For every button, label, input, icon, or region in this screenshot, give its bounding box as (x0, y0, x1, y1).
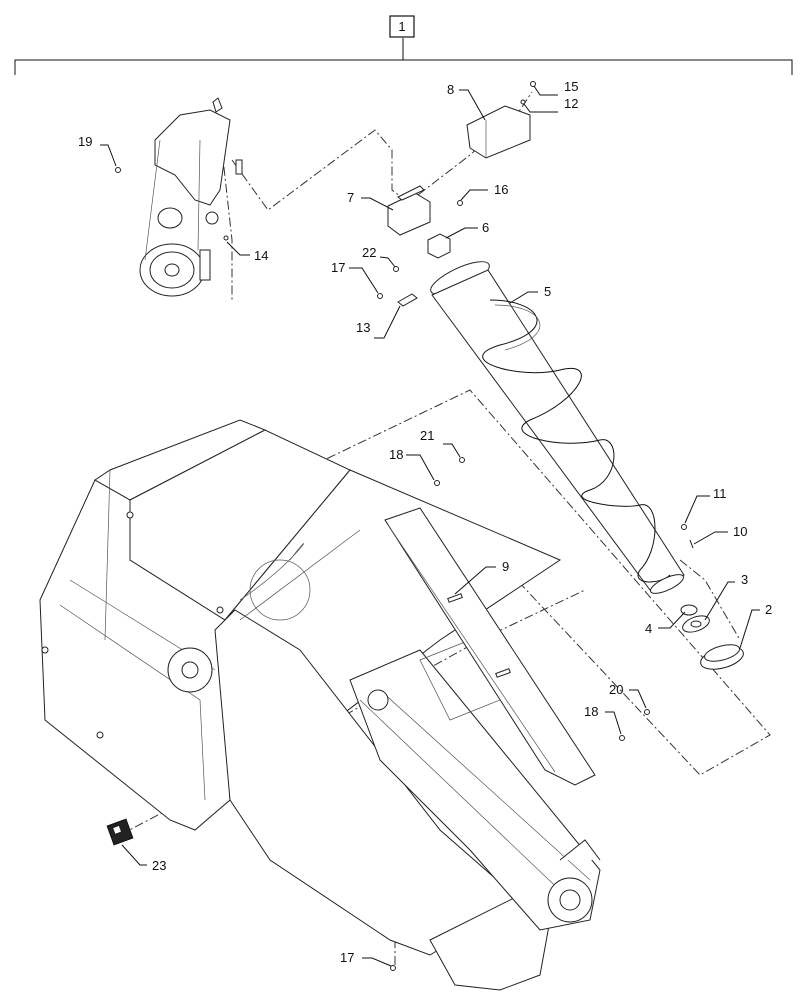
belt-drive-assembly (139, 97, 243, 297)
part-9-tube (384, 507, 596, 786)
callout-9: 9 (502, 559, 509, 574)
part-5-auger (430, 261, 685, 594)
callout-3: 3 (741, 572, 748, 587)
callout-2: 2 (765, 602, 772, 617)
part-8-shield (466, 105, 531, 159)
part-6-bushing (427, 233, 451, 259)
callout-22: 22 (362, 245, 376, 260)
callout-19: 19 (78, 134, 92, 149)
callout-20: 20 (609, 682, 623, 697)
callout-11: 11 (713, 486, 727, 501)
part-3-flange (682, 615, 710, 633)
callout-6: 6 (482, 220, 489, 235)
callout-18-right: 18 (584, 704, 598, 719)
callout-16: 16 (494, 182, 508, 197)
callout-4: 4 (645, 621, 652, 636)
callout-13: 13 (356, 320, 370, 335)
callout-12: 12 (564, 96, 578, 111)
callout-17-bottom: 17 (340, 950, 354, 965)
callout-18-left: 18 (389, 447, 403, 462)
part-2-bearing (700, 644, 744, 670)
part-23-decal (106, 818, 134, 846)
header-frame (39, 419, 601, 991)
callout-21: 21 (420, 428, 434, 443)
callout-10: 10 (733, 524, 747, 539)
callout-labels: 15 12 8 7 16 6 5 13 22 17 19 14 18 21 11… (78, 79, 772, 965)
callout-14: 14 (254, 248, 268, 263)
callout-7: 7 (347, 190, 354, 205)
callout-5: 5 (544, 284, 551, 299)
assembly-label: 1 (398, 19, 405, 34)
part-13-pin (397, 293, 418, 307)
assembly-label-box: 1 (389, 15, 415, 38)
callout-23: 23 (152, 858, 166, 873)
callout-17-top: 17 (331, 260, 345, 275)
leader-lines (100, 85, 760, 967)
callout-8: 8 (447, 82, 454, 97)
assembly-bracket (14, 38, 793, 75)
hardware-items (115, 81, 694, 971)
part-7-bracket (387, 185, 431, 236)
callout-15: 15 (564, 79, 578, 94)
